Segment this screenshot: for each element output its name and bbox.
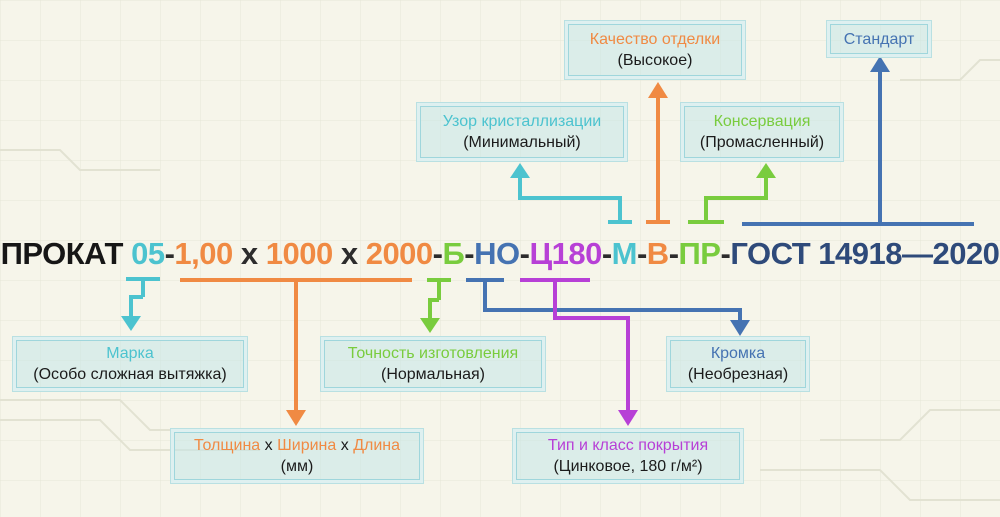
code-edge: НО: [474, 236, 520, 271]
label-accuracy-title: Точность изготовления: [347, 345, 519, 362]
label-coating: Тип и класс покрытия (Цинковое, 180 г/м²…: [516, 432, 740, 480]
label-marka-value: (Особо сложная вытяжка): [33, 366, 227, 383]
label-size: Толщина х Ширина х Длина (мм): [174, 432, 420, 480]
code-dash: -: [720, 236, 731, 271]
code-finish: В: [646, 236, 669, 271]
code-prefix: ПРОКАТ: [0, 236, 124, 271]
label-size-width: Ширина: [277, 437, 337, 454]
label-size-x: х: [340, 437, 349, 454]
label-edge-value: (Необрезная): [687, 366, 789, 383]
label-crystal: Узор кристаллизации (Минимальный): [420, 106, 624, 158]
code-times: x: [240, 236, 258, 271]
code-dash: -: [519, 236, 530, 271]
label-conservation-title: Консервация: [713, 113, 811, 130]
code-thickness: 1,00: [174, 236, 233, 271]
code-dash: -: [432, 236, 443, 271]
code-marka: 05: [131, 236, 165, 271]
label-conservation: Консервация (Промасленный): [684, 106, 840, 158]
code-standard: ГОСТ 14918—2020: [730, 236, 1000, 271]
code-conservation: ПР: [678, 236, 721, 271]
code-dash: -: [668, 236, 679, 271]
label-size-x: х: [264, 437, 273, 454]
label-size-thickness: Толщина: [193, 437, 261, 454]
label-standard: Стандарт: [830, 24, 928, 54]
connector-coating: [520, 278, 638, 426]
label-size-title: Толщина х Ширина х Длина: [175, 435, 419, 456]
label-crystal-value: (Минимальный): [463, 134, 581, 151]
product-code: ПРОКАТ 05-1,00 x 1000 x 2000-Б-НО-Ц180-М…: [0, 232, 1000, 276]
connector-accuracy: [420, 278, 451, 333]
label-edge: Кромка (Необрезная): [670, 340, 806, 388]
code-length: 2000: [365, 236, 433, 271]
label-standard-title: Стандарт: [843, 30, 915, 48]
code-coating: Ц180: [529, 236, 602, 271]
label-size-value: (мм): [280, 458, 314, 475]
label-conservation-value: (Промасленный): [699, 134, 825, 151]
code-accuracy: Б: [442, 236, 465, 271]
label-marka-title: Марка: [106, 345, 154, 362]
connector-conservation: [688, 163, 776, 224]
connector-size: [180, 278, 412, 426]
connector-finish: [646, 82, 670, 224]
label-accuracy-value: (Нормальная): [381, 366, 485, 383]
connector-marka: [121, 277, 160, 331]
label-marka: Марка (Особо сложная вытяжка): [16, 340, 244, 388]
code-dash: -: [601, 236, 612, 271]
connector-standard: [742, 56, 974, 226]
label-crystal-title: Узор кристаллизации: [442, 113, 602, 130]
code-width: 1000: [265, 236, 333, 271]
code-dash: -: [464, 236, 475, 271]
code-dash: -: [636, 236, 647, 271]
label-finish-title: Качество отделки: [589, 31, 721, 48]
label-finish: Качество отделки (Высокое): [568, 24, 742, 76]
label-coating-title: Тип и класс покрытия: [547, 437, 709, 454]
connector-crystal: [510, 163, 632, 224]
label-finish-value: (Высокое): [617, 52, 693, 69]
label-edge-title: Кромка: [710, 345, 766, 362]
code-dash: -: [164, 236, 175, 271]
code-times: x: [340, 236, 358, 271]
code-crystal: М: [611, 236, 638, 271]
connector-edge: [466, 278, 750, 336]
label-accuracy: Точность изготовления (Нормальная): [324, 340, 542, 388]
label-size-length: Длина: [353, 437, 401, 454]
circuit-decoration: [0, 59, 1000, 501]
label-coating-value: (Цинковое, 180 г/м²): [553, 458, 703, 475]
